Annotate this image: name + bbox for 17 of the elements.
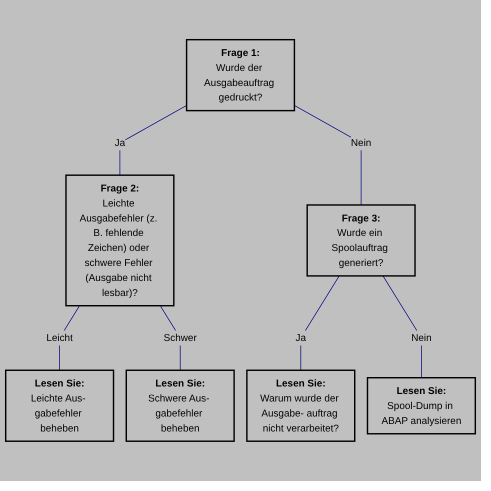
edge-label: Ja — [114, 136, 126, 148]
node-box: Frage 1: Wurde der Ausgabeauftrag gedruckt? — [186, 39, 296, 112]
connector — [120, 105, 187, 176]
node-box: Frage 2: Leichte Ausgabefehler (z. B. fehlende Zeichen) oder schwere Fehler (Ausgabe nicht lesbar)? — [65, 174, 175, 306]
edge-label: Nein — [350, 136, 372, 148]
edge-label: Nein — [411, 332, 432, 344]
connector — [300, 276, 340, 371]
node-box: Lesen Sie: Spool-Dump in ABAP analysieren — [366, 377, 476, 435]
node-box: Lesen Sie: Leichte Aus- gabefehler beheben — [4, 370, 114, 442]
node-box: Frage 3: Wurde ein Spoolauftrag generiert? — [306, 204, 416, 277]
connector — [294, 105, 362, 206]
connector — [382, 276, 422, 378]
edge-label: Leicht — [46, 332, 73, 344]
node-box: Lesen Sie: Warum wurde der Ausgabe- auftrag nicht verarbeitet? — [246, 370, 356, 442]
edge-label: Schwer — [164, 332, 197, 344]
node-box: Lesen Sie: Schwere Aus- gabefehler beheben — [126, 370, 235, 442]
edge-label: Ja — [296, 332, 306, 344]
